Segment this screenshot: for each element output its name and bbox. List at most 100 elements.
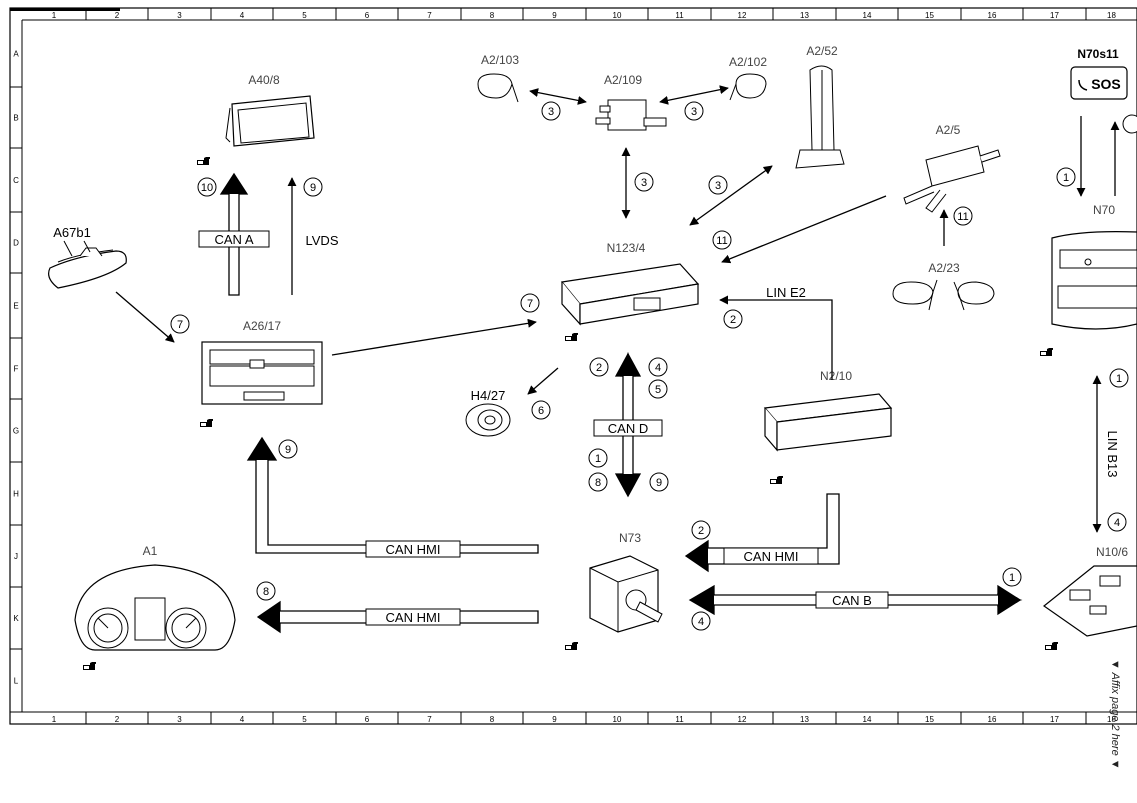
signal-number-lin-b13-top: 1 [1109,368,1129,388]
svg-text:9: 9 [310,182,316,194]
svg-text:11: 11 [957,211,968,223]
svg-text:1: 1 [1116,373,1122,385]
a2-52-antenna: A2/52 [795,44,845,169]
n10-6-module: N10/6 [1042,545,1137,650]
svg-text:4: 4 [1114,517,1120,529]
lin-b13-label: LIN B13 [1105,431,1120,478]
grid-column-label: 9 [552,11,557,20]
grid-column-label: 6 [365,715,370,724]
svg-text:3: 3 [715,180,721,192]
a2-102-mirror: A2/102 [729,55,767,101]
can-d-label: CAN D [608,421,648,436]
svg-text:2: 2 [596,362,602,374]
signal-number-a26-to-n123: 7 [520,293,540,313]
signal-number-can-hmi-a26: 9 [278,439,298,459]
lin-e2-link [719,295,833,380]
a26-17-unit: A26/17 [200,319,323,427]
grid-column-label: 12 [738,11,747,20]
signal-number-a40-lvds: 9 [303,177,323,197]
grid-column-label: 8 [490,715,495,724]
hand-pointer-icon [83,662,96,670]
bus-label-boxes: CAN A LVDS CAN D LIN E2 CAN HMI CAN HMI … [198,230,1120,626]
svg-text:4: 4 [655,362,661,374]
svg-text:7: 7 [527,298,533,310]
signal-number-a67b1-link: 7 [170,314,190,334]
grid-row-label: L [14,677,19,686]
svg-text:6: 6 [538,405,544,417]
signal-number-a2-103-link: 3 [541,101,561,121]
a26-17-label: A26/17 [243,319,281,333]
grid-row-label: H [13,490,19,499]
grid-column-label: 10 [613,11,622,20]
a40-8-display: A40/8 [197,73,315,165]
n73-ignition: N73 [565,531,663,650]
signal-number-a40-can-a: 10 [197,177,217,197]
a2-23-sensors: A2/23 [892,261,995,311]
hand-pointer-icon [565,333,578,341]
a2-5-connector: A2/5 [903,123,1001,213]
grid-column-label: 5 [302,715,307,724]
grid-column-label: 1 [52,715,57,724]
grid-column-label: 6 [365,11,370,20]
grid-column-label: 5 [302,11,307,20]
a2-103-link [529,88,587,105]
svg-text:9: 9 [285,444,291,456]
affix-note-text: ▼ Affix page 2 here ▼ [1109,659,1121,770]
grid-row-label: K [13,614,19,623]
grid-column-label: 13 [800,11,809,20]
svg-text:1: 1 [595,453,601,465]
grid-column-label: 3 [177,11,182,20]
a2-103-mirror: A2/103 [477,53,519,103]
signal-number-a2-52-link: 3 [708,175,728,195]
signal-number-lin-e2: 2 [723,309,743,329]
n70-label: N70 [1093,203,1115,217]
signal-number-n70-down: 1 [1056,167,1076,187]
signal-number-can-d-down-left-2: 8 [588,472,608,492]
signal-number-a2-5-link: 11 [712,230,732,250]
grid-column-label: 11 [675,715,684,724]
grid-column-label: 17 [1050,11,1059,20]
can-hmi-label-a1: CAN HMI [386,610,441,625]
grid-column-label: 16 [988,11,997,20]
signal-number-can-d-up-right-2: 5 [648,379,668,399]
signal-number-can-d-down-right: 9 [649,472,669,492]
hand-pointer-icon [565,642,578,650]
signal-number-can-b-right: 1 [1002,567,1022,587]
signal-number-a2-109-vertical: 3 [634,172,654,192]
grid-row-label: C [13,176,19,185]
grid-column-label: 4 [240,11,245,20]
svg-text:2: 2 [730,314,736,326]
svg-text:3: 3 [548,106,554,118]
grid-row-label: E [13,302,18,311]
a2-5-link [721,195,887,264]
a40-8-label: A40/8 [248,73,280,87]
hand-pointer-icon [1040,348,1053,356]
svg-text:8: 8 [263,586,269,598]
svg-text:10: 10 [201,182,213,194]
sos-label: SOS [1091,76,1121,92]
a67b1-label: A67b1 [53,225,91,240]
svg-text:3: 3 [691,106,697,118]
h4-27-speaker: H4/27 [465,388,511,437]
grid-column-label: 16 [988,715,997,724]
hand-pointer-icon [197,157,210,165]
h4-27-label: H4/27 [471,388,506,403]
svg-text:8: 8 [595,477,601,489]
grid-column-label: 10 [613,715,622,724]
svg-text:11: 11 [716,235,727,247]
hand-pointer-icon [200,419,213,427]
signal-number-can-b-left: 4 [691,611,711,631]
grid-column-label: 15 [925,11,934,20]
grid-column-label: 2 [115,11,120,20]
signal-number-can-d-up-left: 2 [589,357,609,377]
grid-row-label: B [13,114,18,123]
grid-column-label: 17 [1050,715,1059,724]
grid-column-label: 4 [240,715,245,724]
svg-text:4: 4 [698,616,704,628]
n70-overhead-module: N70 [1040,203,1137,356]
grid-column-label: 13 [800,715,809,724]
